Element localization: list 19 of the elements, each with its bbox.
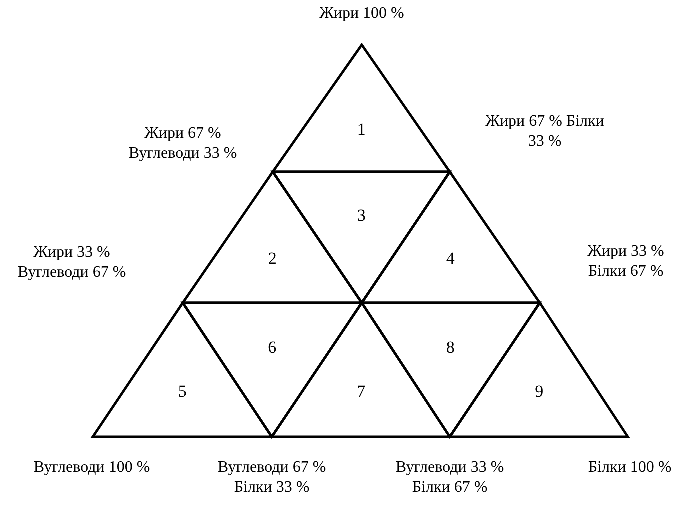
region-number: 7 bbox=[357, 383, 366, 402]
side-label: Вуглеводи 67 % Білки 33 % bbox=[216, 458, 328, 498]
region-number: 3 bbox=[357, 206, 366, 225]
region-number: 5 bbox=[178, 383, 187, 402]
vertex-label: Білки 100 % bbox=[587, 458, 673, 478]
region-number: 8 bbox=[446, 338, 455, 357]
region-number: 2 bbox=[268, 250, 277, 268]
region-number: 4 bbox=[446, 250, 455, 268]
side-label: Жири 33 % Вуглеводи 67 % bbox=[16, 243, 128, 283]
side-label: Жири 33 % Білки 67 % bbox=[586, 242, 666, 282]
side-label: Жири 67 % Білки 33 % bbox=[485, 112, 605, 152]
vertex-label: Жири 100 % bbox=[318, 4, 406, 24]
region-number: 6 bbox=[268, 338, 277, 357]
region-number: 9 bbox=[535, 383, 544, 402]
triangle-region bbox=[273, 45, 450, 172]
side-label: Вуглеводи 33 % Білки 67 % bbox=[394, 458, 506, 498]
side-label: Жири 67 % Вуглеводи 33 % bbox=[128, 124, 238, 164]
vertex-label: Вуглеводи 100 % bbox=[32, 458, 152, 478]
region-number: 1 bbox=[357, 120, 366, 139]
